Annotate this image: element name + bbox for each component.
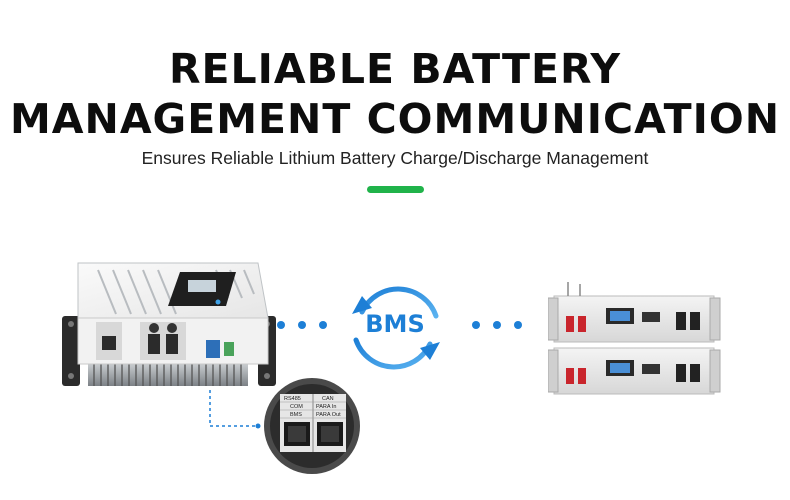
dot [319,321,327,329]
bms-label: BMS [365,310,425,338]
accent-divider [367,186,424,193]
port-label-para-out: PARA Out [316,412,341,418]
dot [493,321,501,329]
port-label-bms: BMS [290,412,302,418]
dot [277,321,285,329]
inverter-device-image [62,262,276,386]
dot [514,321,522,329]
subtitle: Ensures Reliable Lithium Battery Charge/… [141,148,649,168]
port-label-rs485: RS485 [284,396,301,402]
sync-arrows-icon [352,286,440,370]
battery-rack-image [548,282,721,395]
port-label-can: CAN [322,396,334,402]
port-closeup: RS485 CAN COM PARA In BMS PARA Out [264,378,360,474]
headline-line-2: MANAGEMENT COMMUNICATION [9,95,781,143]
link-dots-left [277,321,327,329]
port-connector-line [209,390,261,429]
dot [298,321,306,329]
port-label-para-in: PARA In [316,404,336,410]
port-label-com: COM [290,404,303,410]
dot [472,321,480,329]
link-dots-right [472,321,522,329]
headline-line-1: RELIABLE BATTERY [168,45,622,93]
